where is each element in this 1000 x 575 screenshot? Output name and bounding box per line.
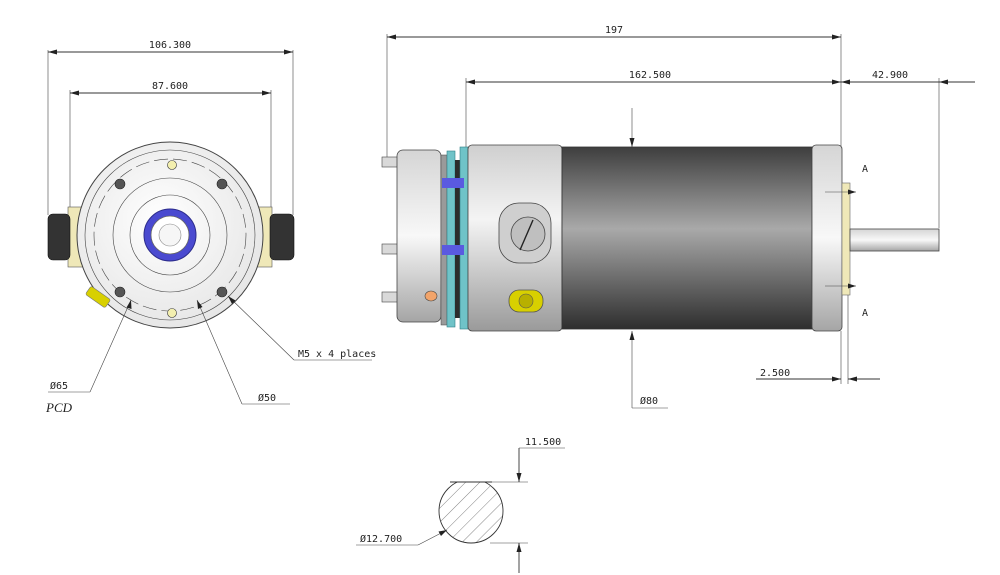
mounting-hole: [114, 178, 126, 190]
pcd-diameter-label: Ø65: [50, 380, 68, 392]
section-marker-bottom: A: [862, 308, 868, 319]
motor-shaft: [849, 228, 940, 252]
blue-insert: [442, 245, 464, 255]
accent-ring: [446, 150, 456, 328]
mounting-hole: [216, 178, 228, 190]
accent-ring: [459, 146, 469, 330]
mounting-hole: [216, 286, 228, 298]
blue-insert: [442, 178, 464, 188]
vent-hole: [167, 308, 177, 318]
rear-cap-plug: [424, 290, 438, 302]
flange-pad: [841, 182, 851, 296]
rear-bolt: [381, 243, 399, 255]
mounting-hole: [114, 286, 126, 298]
side-view: 197 162.500 42.900: [381, 25, 975, 409]
inner-diameter-label: Ø50: [258, 392, 276, 404]
dimension-inner-width: 87.600: [152, 81, 188, 92]
front-view: 106.300 87.600 Ø6: [45, 40, 376, 415]
shaft-section: 11.500 Ø12.700: [356, 437, 565, 573]
left-lug: [47, 213, 71, 261]
connector-tab: [85, 286, 111, 308]
dimension-body-length: 162.500: [629, 70, 671, 81]
dimension-flat: 11.500: [525, 437, 561, 448]
vent-hole: [167, 160, 177, 170]
pcd-label: PCD: [45, 400, 73, 415]
shaft-section-circle: [438, 482, 504, 544]
body-diameter-label: Ø80: [640, 395, 658, 407]
dimension-shaft-length: 42.900: [872, 70, 908, 81]
shaft-diameter-label: Ø12.700: [360, 533, 402, 545]
dimension-overall-length: 197: [605, 25, 623, 36]
dimension-overall-width: 106.300: [149, 40, 191, 51]
rear-bolt: [381, 156, 399, 168]
section-marker-top: A: [862, 164, 868, 175]
right-lug: [269, 213, 295, 261]
dimension-flange-offset: 2.500: [760, 368, 790, 379]
hole-note: M5 x 4 places: [298, 349, 376, 360]
front-cap: [811, 144, 843, 332]
rear-bolt: [381, 291, 399, 303]
motor-body: [561, 146, 813, 330]
